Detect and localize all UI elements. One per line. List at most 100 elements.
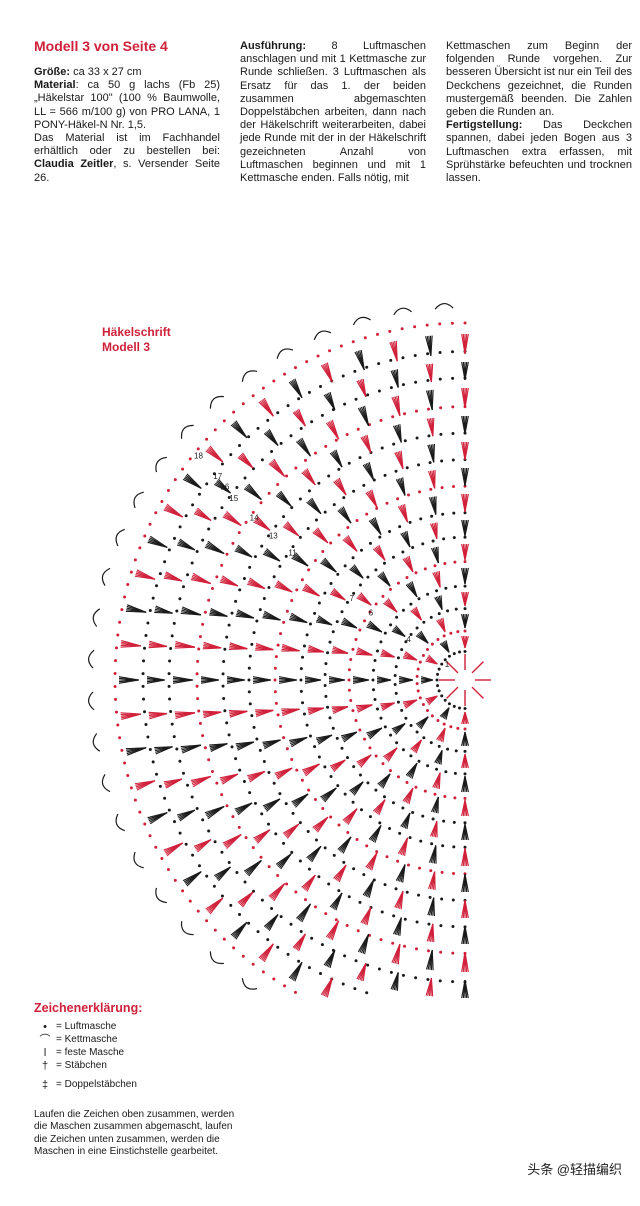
chain-stitch-dot <box>429 487 433 491</box>
stitch-mark <box>380 702 395 705</box>
stitch-mark <box>399 424 402 443</box>
stitch-mark <box>430 796 439 813</box>
stitch-mark <box>204 805 225 814</box>
material-label: Material <box>34 79 76 92</box>
chain-stitch-dot <box>463 649 467 653</box>
chain-stitch-dot <box>241 954 245 958</box>
chain-stitch-dot <box>262 596 266 600</box>
chain-stitch-dot <box>441 512 445 516</box>
chain-stitch-dot <box>279 915 283 919</box>
chain-stitch-dot <box>340 746 344 750</box>
chain-stitch-dot <box>393 682 397 686</box>
round-number: 4 <box>406 635 411 644</box>
stitch-mark <box>383 747 398 758</box>
chain-stitch-dot <box>167 808 171 812</box>
stitch-mark <box>235 420 248 439</box>
chain-stitch-dot <box>436 638 440 642</box>
chain-stitch-dot <box>328 640 332 644</box>
chain-stitch-dot <box>143 710 147 714</box>
chain-stitch-dot <box>305 633 309 637</box>
chain-stitch-dot <box>298 821 302 825</box>
stitch-mark <box>154 746 173 749</box>
round-number: 1 <box>445 660 450 669</box>
chain-stitch-dot <box>337 467 341 471</box>
chain-stitch-dot <box>170 722 174 726</box>
chain-stitch-dot <box>267 771 271 775</box>
chain-stitch-dot <box>237 531 241 535</box>
stitch-mark <box>402 787 414 802</box>
chain-stitch-dot <box>391 555 395 559</box>
chain-stitch-dot <box>443 795 447 799</box>
stitch-mark <box>249 577 266 590</box>
treble-crochet-icon: ‡ <box>41 1079 49 1092</box>
chain-stitch-dot <box>335 620 339 624</box>
chain-stitch-dot <box>452 845 456 849</box>
chain-stitch-dot <box>393 674 397 678</box>
chain-stitch-dot <box>452 704 456 708</box>
chain-stitch-dot <box>389 970 393 974</box>
chain-stitch-dot <box>394 469 398 473</box>
chain-stitch-dot <box>418 490 422 494</box>
chain-stitch-dot <box>329 774 333 778</box>
stitch-mark <box>430 363 434 382</box>
double-crochet-icon: † <box>41 1059 49 1072</box>
chain-stitch-dot <box>395 741 399 745</box>
chain-stitch-dot <box>429 615 433 619</box>
chain-stitch-dot <box>358 456 362 460</box>
stitch-mark <box>125 747 147 750</box>
chain-stitch-dot <box>365 844 369 848</box>
stitch-mark <box>306 845 322 859</box>
chain-stitch-dot <box>389 623 393 627</box>
stitch-mark <box>429 821 438 837</box>
chain-stitch-dot <box>196 909 200 913</box>
chain-stitch-dot <box>366 575 370 579</box>
chain-stitch-dot <box>260 458 264 462</box>
chain-stitch-dot <box>223 647 227 651</box>
chain-stitch-dot <box>267 865 271 869</box>
chain-stitch-dot <box>232 946 236 950</box>
chain-stitch-dot <box>438 351 442 355</box>
chain-stitch-dot <box>335 736 339 740</box>
stitch-mark <box>278 676 298 681</box>
chain-stitch-dot <box>347 668 351 672</box>
chain-stitch-dot <box>114 710 118 714</box>
chain-stitch-dot <box>114 659 118 663</box>
chain-stitch-dot <box>389 358 393 362</box>
chain-stitch-dot <box>403 439 407 443</box>
stitch-mark <box>461 823 466 841</box>
stitch-mark <box>237 609 255 619</box>
stitch-mark <box>243 859 262 872</box>
chain-stitch-dot <box>379 418 383 422</box>
stitch-mark <box>360 592 372 606</box>
chain-stitch-dot <box>458 706 462 710</box>
stitch-mark <box>328 676 346 681</box>
chain-stitch-dot <box>328 349 332 353</box>
chain-stitch-dot <box>366 963 370 967</box>
chain-stitch-dot <box>243 476 247 480</box>
stitch-mark <box>252 676 272 681</box>
chain-stitch-dot <box>276 411 280 415</box>
stitch-mark <box>357 934 370 953</box>
chain-stitch-dot <box>388 587 392 591</box>
chain-stitch-dot <box>118 736 122 740</box>
chain-stitch-dot <box>451 951 455 955</box>
chain-stitch-dot <box>349 657 353 661</box>
chain-stitch-dot <box>427 922 431 926</box>
chain-stitch-dot <box>373 698 377 702</box>
finishing-text: Das Deckchen spannen, dabei jeden Bogen … <box>446 119 632 185</box>
chain-stitch-dot <box>436 718 440 722</box>
chain-stitch-dot <box>270 907 274 911</box>
chain-stitch-dot <box>451 405 455 409</box>
chain-stitch-dot <box>358 728 362 732</box>
stitch-mark <box>332 645 349 654</box>
chain-stitch-dot <box>324 912 328 916</box>
stitch-mark <box>461 775 466 793</box>
chain-stitch-dot <box>255 737 259 741</box>
scallop-edge <box>115 528 125 547</box>
chain-stitch-dot <box>414 380 418 384</box>
chain-stitch-dot <box>326 705 330 709</box>
stitch-mark <box>118 676 140 681</box>
stitch-mark <box>163 842 183 851</box>
chain-stitch-dot <box>307 489 311 493</box>
chain-stitch-dot <box>234 599 238 603</box>
